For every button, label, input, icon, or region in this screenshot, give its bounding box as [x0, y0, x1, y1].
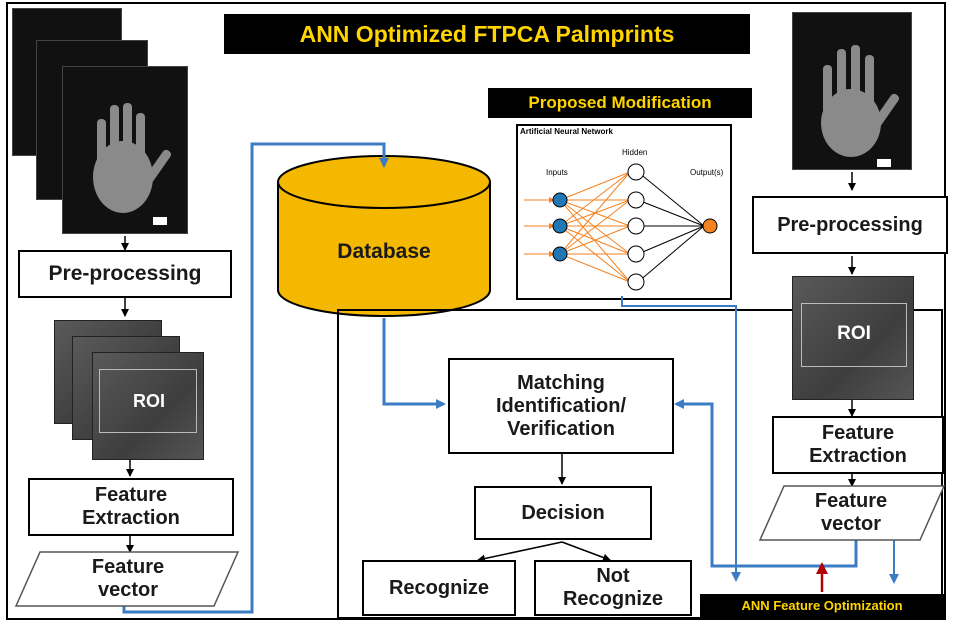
palm-hand-icon	[821, 45, 899, 167]
not-recognize-box: Not Recognize	[534, 560, 692, 616]
connector-vector-to-database	[122, 142, 389, 614]
ann-hidden-label: Hidden	[622, 148, 648, 157]
decision-box: Decision	[474, 486, 652, 540]
connector-ann-to-optimization	[621, 296, 741, 582]
ann-title: Artificial Neural Network	[520, 127, 613, 136]
diagram-title: ANN Optimized FTPCA Palmprints	[224, 14, 750, 54]
right-feature-extraction-box: Feature Extraction	[772, 416, 944, 474]
proposed-modification-label: Proposed Modification	[488, 88, 752, 118]
ann-inputs-label: Inputs	[546, 168, 568, 177]
right-preprocessing-box: Pre-processing	[752, 196, 948, 254]
left-feature-extraction-box: Feature Extraction	[28, 478, 234, 536]
palm-image-right	[792, 12, 912, 170]
recognize-box: Recognize	[362, 560, 516, 616]
ann-panel	[516, 124, 732, 300]
arrow-decision-to-recognize	[477, 541, 563, 563]
arrow-decision-to-not-recognize	[561, 541, 611, 562]
left-feature-vector-label: Feature vector	[91, 556, 165, 601]
ann-network	[524, 163, 718, 291]
database-label: Database	[337, 240, 431, 263]
ann-feature-optimization-label: ANN Feature Optimization	[700, 594, 944, 618]
right-roi-image: ROI	[792, 276, 914, 400]
right-roi-label: ROI	[837, 323, 871, 344]
palm-image-front	[62, 66, 188, 234]
left-preprocessing-box: Pre-processing	[18, 250, 232, 298]
feature-vector-right-shape	[758, 485, 946, 541]
ann-output-label: Output(s)	[690, 168, 724, 177]
feature-vector-left-shape	[14, 551, 240, 607]
left-roi-label: ROI	[132, 391, 165, 411]
connector-database-to-matching	[382, 318, 446, 409]
left-roi-image-front: ROI	[92, 352, 204, 460]
database-cylinder	[277, 155, 491, 317]
connector-vector-to-matching	[674, 399, 858, 568]
matching-box: Matching Identification/ Verification	[448, 358, 674, 454]
palm-hand-icon	[93, 103, 171, 225]
right-feature-vector-label: Feature vector	[814, 490, 888, 535]
